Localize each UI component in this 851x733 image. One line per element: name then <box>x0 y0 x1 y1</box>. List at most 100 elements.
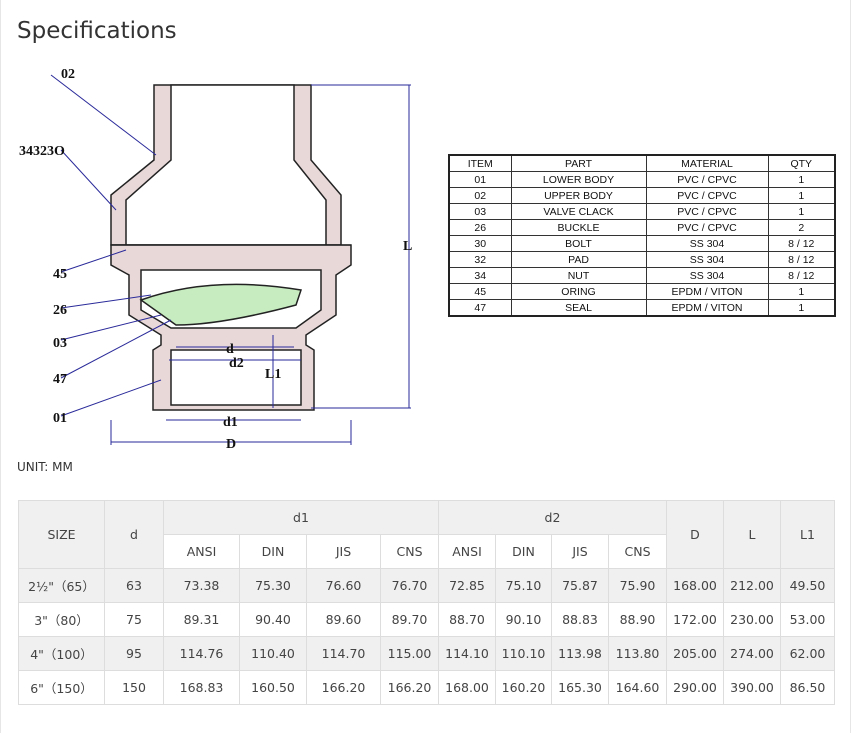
table-cell: BOLT <box>510 235 647 252</box>
table-cell: 53.00 <box>780 602 835 637</box>
table-cell: 49.50 <box>780 568 835 603</box>
table-cell: 166.20 <box>306 670 381 705</box>
table-cell: 6"（150） <box>18 670 105 705</box>
table-cell: 89.31 <box>163 602 240 637</box>
table-cell: UPPER BODY <box>510 187 647 204</box>
table-cell: PVC / CPVC <box>645 219 769 236</box>
table-cell: 32 <box>448 251 512 268</box>
callout-03: 03 <box>53 336 67 351</box>
table-cell: 390.00 <box>723 670 781 705</box>
table-cell: 75 <box>104 602 164 637</box>
table-cell: 3"（80） <box>18 602 105 637</box>
header-d1-jis: JIS <box>306 534 381 569</box>
table-cell: 168.83 <box>163 670 240 705</box>
table-cell: 172.00 <box>666 602 724 637</box>
table-cell: 88.83 <box>551 602 609 637</box>
table-cell: ORING <box>510 283 647 300</box>
table-cell: VALVE CLACK <box>510 203 647 220</box>
table-cell: 212.00 <box>723 568 781 603</box>
table-cell: BUCKLE <box>510 219 647 236</box>
header-item: ITEM <box>448 154 512 172</box>
table-cell: 160.20 <box>495 670 552 705</box>
table-cell: 290.00 <box>666 670 724 705</box>
table-cell: 26 <box>448 219 512 236</box>
table-cell: 1 <box>767 203 836 220</box>
table-cell: 45 <box>448 283 512 300</box>
header-material: MATERIAL <box>645 154 769 172</box>
header-size: SIZE <box>18 500 105 569</box>
table-cell: EPDM / VITON <box>645 283 769 300</box>
header-d1-ansi: ANSI <box>163 534 240 569</box>
table-cell: 168.00 <box>666 568 724 603</box>
table-cell: 160.50 <box>239 670 307 705</box>
header-d2-jis: JIS <box>551 534 609 569</box>
table-cell: 1 <box>767 187 836 204</box>
header-qty: QTY <box>767 154 836 172</box>
table-cell: 115.00 <box>380 636 439 671</box>
header-L: L <box>723 500 781 569</box>
header-D: D <box>666 500 724 569</box>
table-cell: 110.40 <box>239 636 307 671</box>
valve-diagram: 02 34323O 45 26 03 47 01 L d d2 L1 d1 D <box>19 67 412 452</box>
page-title: Specifications <box>17 18 177 44</box>
callout-34-32-30: 34323O <box>19 144 65 159</box>
table-cell: 113.80 <box>608 636 667 671</box>
table-cell: 164.60 <box>608 670 667 705</box>
table-cell: 90.10 <box>495 602 552 637</box>
table-cell: 88.70 <box>438 602 496 637</box>
table-cell: 114.70 <box>306 636 381 671</box>
table-cell: 230.00 <box>723 602 781 637</box>
header-d1: d1 <box>163 500 439 535</box>
table-cell: 114.76 <box>163 636 240 671</box>
table-cell: 114.10 <box>438 636 496 671</box>
dimensions-table: SIZE d d1 d2 D L L1 ANSI DIN JIS CNS ANS… <box>18 500 835 705</box>
table-cell: 86.50 <box>780 670 835 705</box>
parts-header-row: ITEM PART MATERIAL QTY <box>448 154 836 172</box>
table-cell: 89.60 <box>306 602 381 637</box>
table-cell: 8 / 12 <box>767 251 836 268</box>
spec-subheader-row: ANSI DIN JIS CNS ANSI DIN JIS CNS <box>19 534 835 569</box>
dim-L1: L1 <box>265 367 281 382</box>
table-cell: 150 <box>104 670 164 705</box>
dim-D: D <box>226 437 236 452</box>
table-cell: EPDM / VITON <box>645 299 769 317</box>
table-cell: 02 <box>448 187 512 204</box>
header-d2: d2 <box>438 500 667 535</box>
header-d2-din: DIN <box>495 534 552 569</box>
unit-label: UNIT: MM <box>17 460 73 474</box>
table-cell: 75.30 <box>239 568 307 603</box>
table-cell: 73.38 <box>163 568 240 603</box>
table-cell: LOWER BODY <box>510 171 647 188</box>
table-cell: 30 <box>448 235 512 252</box>
callout-45: 45 <box>53 267 67 282</box>
table-cell: 90.40 <box>239 602 307 637</box>
callout-01: 01 <box>53 411 67 426</box>
table-cell: 2 <box>767 219 836 236</box>
table-cell: 110.10 <box>495 636 552 671</box>
callout-02: 02 <box>61 67 75 82</box>
spec-header-row: SIZE d d1 d2 D L L1 <box>18 500 835 569</box>
table-cell: NUT <box>510 267 647 284</box>
table-cell: 166.20 <box>380 670 439 705</box>
header-d1-cns: CNS <box>380 534 439 569</box>
header-d1-din: DIN <box>239 534 307 569</box>
table-cell: 01 <box>448 171 512 188</box>
table-cell: 113.98 <box>551 636 609 671</box>
table-cell: SEAL <box>510 299 647 317</box>
table-cell: 1 <box>767 299 836 317</box>
table-cell: 168.00 <box>438 670 496 705</box>
table-cell: 76.70 <box>380 568 439 603</box>
table-cell: 205.00 <box>666 636 724 671</box>
table-cell: 2½"（65） <box>18 568 105 603</box>
dim-L: L <box>403 239 412 254</box>
